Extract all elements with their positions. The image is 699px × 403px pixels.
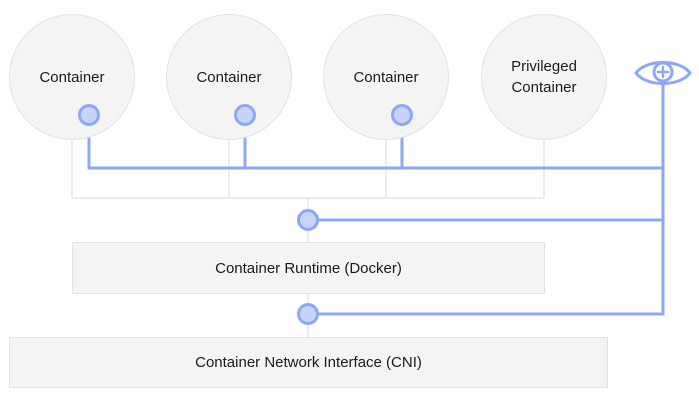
cni-node [297,303,319,325]
privileged-container-label: Privileged Container [511,58,577,96]
container-circle-2: Container [166,14,292,140]
container-label: Container [196,68,262,86]
cni-label: Container Network Interface (CNI) [195,354,422,371]
privileged-container-circle: Privileged Container [481,14,607,140]
container-circle-3: Container [323,14,449,140]
container-runtime-box: Container Runtime (Docker) [72,242,545,294]
container-1-node [78,104,100,126]
container-2-node [234,104,256,126]
container-label: Container [39,68,105,86]
cni-box: Container Network Interface (CNI) [9,337,608,388]
eye-plus-icon [634,61,692,85]
container-3-node [391,104,413,126]
blue-monitor-wires [87,82,665,316]
runtime-node [297,209,319,231]
container-circle-1: Container [9,14,135,140]
container-runtime-label: Container Runtime (Docker) [215,259,402,277]
container-label: Container [353,68,419,86]
